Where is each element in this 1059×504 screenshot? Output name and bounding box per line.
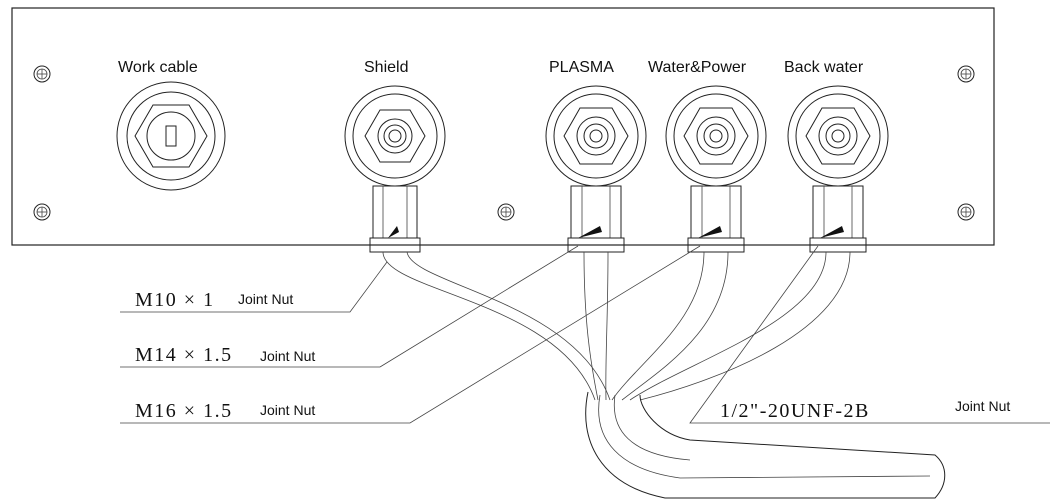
callout-unf-spec: 1/2"-20UNF-2B — [720, 400, 870, 422]
screw-bottom-left — [33, 203, 51, 221]
leader-m16 — [120, 245, 701, 424]
plasma-joint-nut — [567, 185, 625, 253]
label-plasma: PLASMA — [549, 59, 614, 76]
leader-m14 — [120, 245, 579, 368]
back-water-connector — [787, 85, 889, 187]
label-back-water: Back water — [784, 59, 864, 76]
callout-m10-suffix: Joint Nut — [238, 291, 293, 307]
shield-joint-nut — [369, 185, 421, 253]
water-power-connector — [665, 85, 767, 187]
callout-m14-spec: M14 × 1.5 — [135, 344, 233, 366]
callout-m16-spec: M16 × 1.5 — [135, 400, 233, 422]
callout-m14-suffix: Joint Nut — [260, 348, 315, 364]
panel-outline — [11, 7, 995, 246]
water-power-joint-nut — [687, 185, 745, 253]
screw-bottom-right — [957, 203, 975, 221]
work-cable-connector — [116, 81, 226, 191]
back-water-joint-nut — [809, 185, 867, 253]
label-water-power: Water&Power — [648, 59, 747, 76]
callout-unf-suffix: Joint Nut — [955, 398, 1010, 414]
hose-bundle — [382, 251, 946, 499]
label-work-cable: Work cable — [118, 59, 198, 76]
screw-top-right — [957, 65, 975, 83]
screw-bottom-middle — [497, 203, 515, 221]
leader-unf — [689, 245, 1050, 424]
plasma-connector — [545, 85, 647, 187]
callout-m10-spec: M10 × 1 — [135, 289, 215, 311]
leader-m10 — [120, 261, 388, 313]
screw-top-left — [33, 65, 51, 83]
callout-m16-suffix: Joint Nut — [260, 402, 315, 418]
label-shield: Shield — [364, 59, 408, 76]
shield-connector — [344, 85, 446, 187]
